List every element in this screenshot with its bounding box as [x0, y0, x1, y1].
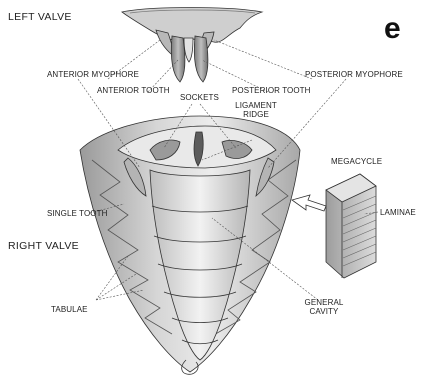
label-general-cavity-line1: GENERAL — [301, 298, 347, 307]
right-valve-shape — [80, 116, 300, 374]
label-left-valve: LEFT VALVE — [8, 11, 72, 23]
label-megacycle: MEGACYCLE — [331, 157, 382, 166]
label-ligament-ridge-line1: LIGAMENT — [234, 101, 278, 110]
label-laminae: LAMINAE — [380, 208, 416, 217]
label-ligament-ridge: LIGAMENT RIDGE — [234, 101, 278, 119]
left-valve-shape — [122, 8, 262, 83]
label-posterior-tooth: POSTERIOR TOOTH — [232, 86, 311, 95]
label-anterior-myophore: ANTERIOR MYOPHORE — [47, 70, 139, 79]
panel-letter: e — [384, 14, 401, 44]
megacycle-block — [292, 174, 376, 278]
label-tabulae: TABULAE — [51, 305, 88, 314]
label-posterior-myophore: POSTERIOR MYOPHORE — [305, 70, 403, 79]
label-sockets: SOCKETS — [180, 93, 219, 102]
label-single-tooth: SINGLE TOOTH — [47, 209, 107, 218]
label-ligament-ridge-line2: RIDGE — [234, 110, 278, 119]
label-right-valve: RIGHT VALVE — [8, 240, 79, 252]
label-general-cavity-line2: CAVITY — [301, 307, 347, 316]
label-general-cavity: GENERAL CAVITY — [301, 298, 347, 316]
label-anterior-tooth: ANTERIOR TOOTH — [97, 86, 170, 95]
